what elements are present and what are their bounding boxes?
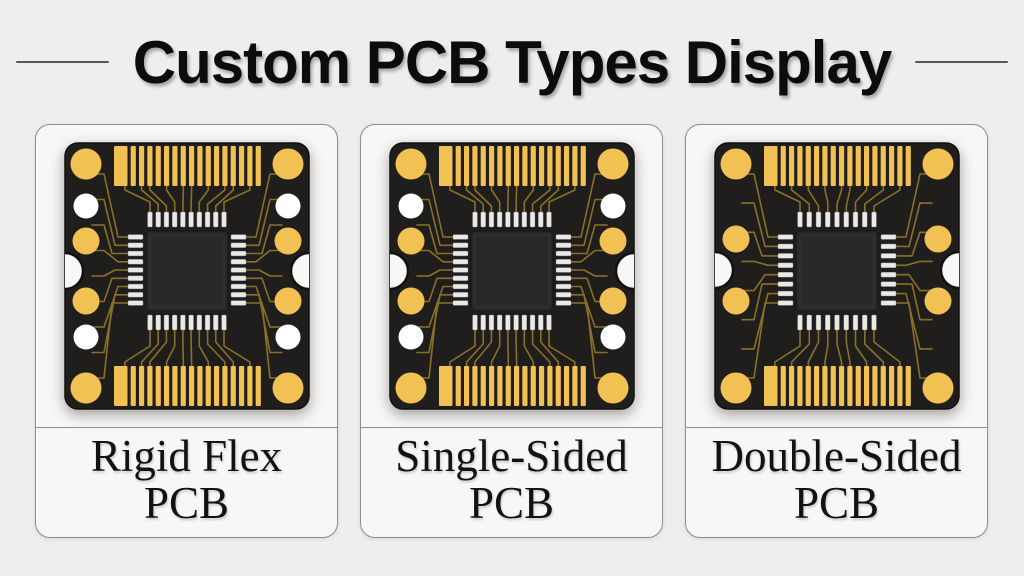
page-title: Custom PCB Types Display <box>132 28 892 96</box>
pcb-graphic <box>388 142 635 410</box>
pcb-illustration-rigid-flex <box>36 125 337 427</box>
card-label-line-1: Single-Sided <box>395 431 628 482</box>
title-rule-right <box>915 61 1009 63</box>
pcb-graphic <box>713 142 960 410</box>
card-label-line-1: Rigid Flex <box>90 431 283 482</box>
card-rigid-flex-pcb: Rigid Flex PCB <box>35 124 338 538</box>
card-label-line-2: PCB <box>793 477 880 528</box>
card-label-line-1: Double-Sided <box>711 431 962 482</box>
pcb-graphic <box>63 142 310 410</box>
cards-row: Rigid Flex PCB Single-Sided PCB Double-S… <box>0 124 1024 538</box>
header: Custom PCB Types Display <box>0 0 1024 124</box>
card-double-sided-pcb: Double-Sided PCB <box>685 124 988 538</box>
pcb-illustration-double-sided <box>686 125 987 427</box>
card-label-line-2: PCB <box>143 477 230 528</box>
title-rule-left <box>15 61 109 63</box>
card-label-single-sided: Single-Sided PCB <box>361 427 662 537</box>
card-label-line-2: PCB <box>468 477 555 528</box>
card-single-sided-pcb: Single-Sided PCB <box>360 124 663 538</box>
card-label-rigid-flex: Rigid Flex PCB <box>36 427 337 537</box>
card-label-double-sided: Double-Sided PCB <box>686 427 987 537</box>
pcb-illustration-single-sided <box>361 125 662 427</box>
